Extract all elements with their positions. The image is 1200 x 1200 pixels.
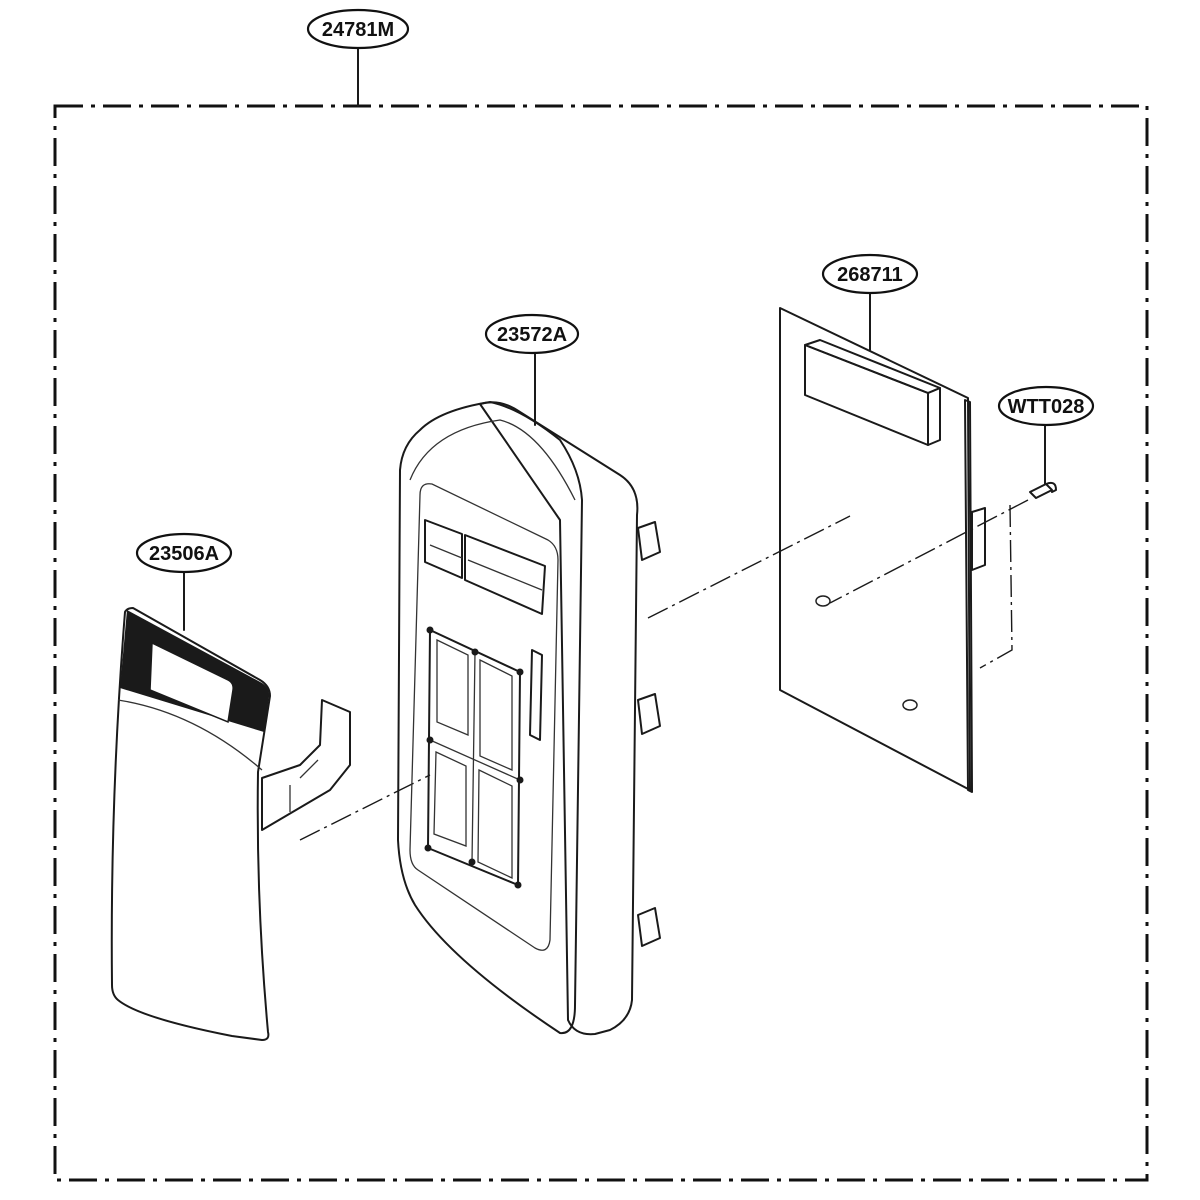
screw-part [1029, 481, 1057, 499]
control-board-part [779, 307, 986, 793]
label-assembly-text: 24781M [322, 19, 394, 41]
screw-path-line [829, 499, 1029, 669]
label-panel-frame-text: 23572A [497, 324, 567, 346]
membrane-keypad-part [110, 607, 351, 1041]
label-membrane-keypad: 23506A [135, 532, 233, 574]
panel-frame-part [397, 401, 661, 1036]
label-control-board: 268711 [821, 253, 919, 295]
label-screw-text: WTT028 [1008, 396, 1085, 418]
keypad-assembly-line [299, 774, 431, 841]
assembly-boundary [53, 104, 1149, 1182]
label-assembly: 24781M [306, 8, 410, 50]
label-screw: WTT028 [997, 385, 1095, 427]
label-panel-frame: 23572A [484, 313, 580, 355]
frame-board-line [647, 515, 851, 619]
label-membrane-keypad-text: 23506A [149, 543, 219, 565]
label-control-board-text: 268711 [837, 264, 903, 286]
